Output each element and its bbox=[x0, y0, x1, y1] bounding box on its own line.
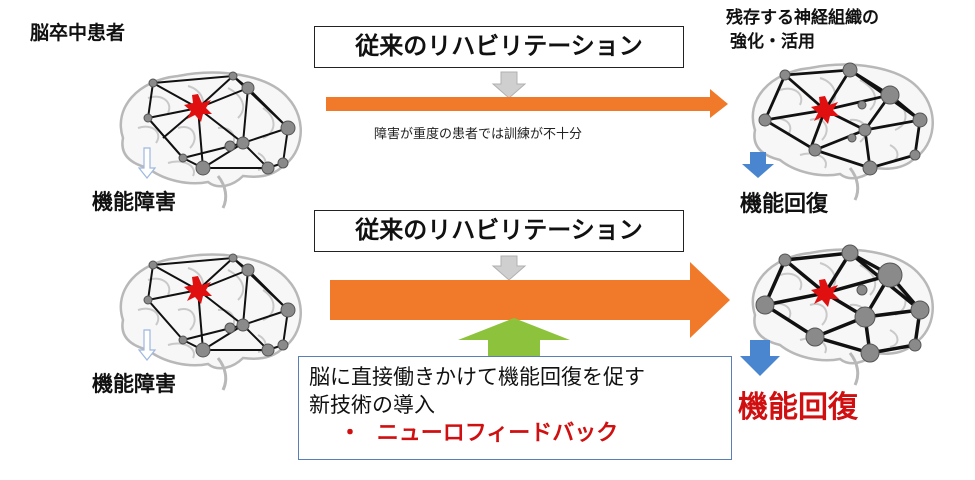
orange-arrow bbox=[330, 262, 730, 338]
recovery-label: 機能回復 bbox=[740, 192, 829, 217]
strengthen-title-line2: 強化・活用 bbox=[730, 32, 815, 52]
brain-network-icon bbox=[119, 71, 303, 210]
new-tech-line1: 脳に直接働きかけて機能回復を促す bbox=[309, 365, 645, 389]
conventional-rehab-box: 従来のリハビリテーション bbox=[314, 210, 684, 252]
brain-network-icon bbox=[751, 62, 935, 202]
brain-network-icon bbox=[751, 244, 935, 387]
down-arrow-icon bbox=[137, 147, 157, 179]
green-up-arrow bbox=[458, 318, 570, 356]
brain-network-icon bbox=[119, 253, 303, 392]
strengthen-title: 残存する神経組織の 強化・活用 bbox=[726, 6, 879, 54]
impairment-label: 機能障害 bbox=[92, 190, 176, 214]
down-arrow-icon bbox=[742, 152, 774, 178]
strengthen-title-line1: 残存する神経組織の bbox=[726, 8, 879, 28]
down-arrow-icon bbox=[491, 255, 527, 281]
bullet-mark: ・ bbox=[339, 421, 362, 446]
arrow-caption: 障害が重度の患者では訓練が不十分 bbox=[374, 127, 583, 142]
new-technology-box: 脳に直接働きかけて機能回復を促す 新技術の導入 ・ ニューロフィードバック bbox=[298, 356, 732, 460]
conventional-rehab-box: 従来のリハビリテーション bbox=[314, 26, 684, 68]
recovery-label-emphasis: 機能回復 bbox=[738, 390, 858, 425]
neurofeedback-label: ニューロフィードバック bbox=[376, 421, 619, 446]
patient-label: 脳卒中患者 bbox=[30, 22, 126, 44]
down-arrow-icon bbox=[491, 71, 527, 99]
down-arrow-icon bbox=[137, 329, 157, 361]
new-tech-bullet: ・ ニューロフィードバック bbox=[309, 419, 721, 449]
down-arrow-icon bbox=[740, 340, 780, 376]
impairment-label: 機能障害 bbox=[92, 372, 176, 396]
new-tech-line2: 新技術の導入 bbox=[309, 393, 435, 417]
orange-arrow bbox=[326, 89, 728, 118]
